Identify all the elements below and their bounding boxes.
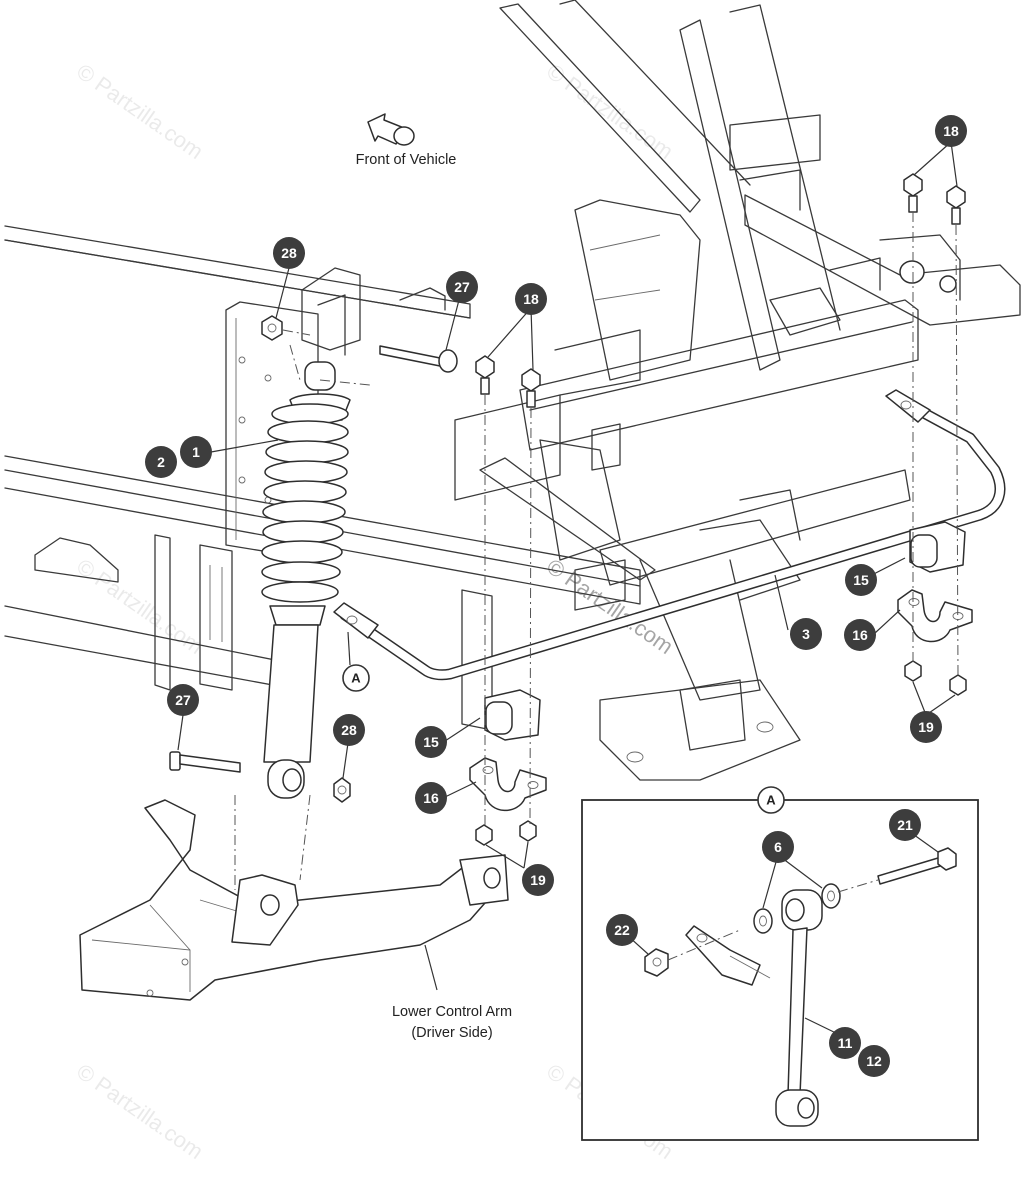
callout-6: 6 — [762, 831, 794, 863]
lower-control-arm-label: Lower Control Arm — [392, 1004, 512, 1020]
svg-text:28: 28 — [281, 245, 297, 261]
callout-12: 12 — [858, 1045, 890, 1077]
callout-19-right: 19 — [910, 711, 942, 743]
svg-text:1: 1 — [192, 444, 200, 460]
detail-ref-label: A — [351, 671, 361, 686]
callout-28-lower: 28 — [333, 714, 365, 746]
detail-ref-label: A — [766, 793, 776, 808]
svg-text:27: 27 — [454, 279, 470, 295]
lower-shock-nut — [333, 777, 351, 803]
upper-shock-bolt — [379, 345, 458, 373]
svg-text:12: 12 — [866, 1053, 882, 1069]
svg-text:19: 19 — [918, 719, 934, 735]
svg-text:3: 3 — [802, 626, 810, 642]
front-of-vehicle-label: Front of Vehicle — [356, 152, 457, 168]
callout-28-upper: 28 — [273, 237, 305, 269]
bolts-18-right — [903, 173, 966, 225]
callout-2: 2 — [145, 446, 177, 478]
assembly-line — [667, 879, 879, 961]
callout-18-right: 18 — [935, 115, 967, 147]
svg-text:15: 15 — [423, 734, 439, 750]
watermark-text: © Partzilla.com — [72, 554, 208, 660]
assembly-line — [484, 212, 959, 828]
lower-control-arm-sublabel: (Driver Side) — [411, 1025, 492, 1041]
svg-text:18: 18 — [523, 291, 539, 307]
assembly-line — [234, 794, 311, 890]
callout-21: 21 — [889, 809, 921, 841]
sway-link-end — [685, 925, 771, 986]
svg-text:19: 19 — [530, 872, 546, 888]
callout-15-right: 15 — [845, 564, 877, 596]
nuts-right — [904, 660, 967, 696]
washers — [753, 883, 841, 934]
callout-11: 11 — [829, 1027, 861, 1059]
svg-text:2: 2 — [157, 454, 165, 470]
svg-text:21: 21 — [897, 817, 913, 833]
bushing-right — [909, 521, 966, 573]
detail-ref-circle-box: A — [757, 786, 785, 814]
svg-text:15: 15 — [853, 572, 869, 588]
watermark-text: © Partzilla.com — [72, 1059, 208, 1165]
front-direction-arrow — [367, 113, 415, 146]
svg-text:27: 27 — [175, 692, 191, 708]
callout-1: 1 — [180, 436, 212, 468]
lower-shock-bolt — [169, 751, 241, 773]
callout-27-upper: 27 — [446, 271, 478, 303]
callout-3: 3 — [790, 618, 822, 650]
watermark-text: © Partzilla.com — [72, 59, 208, 165]
upper-shock-nut — [261, 315, 283, 341]
callout-16-right: 16 — [844, 619, 876, 651]
bushing-bracket-left — [469, 757, 547, 812]
sway-link-nut — [644, 948, 669, 977]
callout-22: 22 — [606, 914, 638, 946]
assembly-line — [282, 329, 371, 386]
callout-16-left: 16 — [415, 782, 447, 814]
callout-27-lower: 27 — [167, 684, 199, 716]
svg-text:18: 18 — [943, 123, 959, 139]
svg-text:16: 16 — [423, 790, 439, 806]
lower-control-arm — [79, 799, 509, 1001]
callout-19-left: 19 — [522, 864, 554, 896]
svg-text:28: 28 — [341, 722, 357, 738]
sway-link-bolt — [877, 847, 957, 885]
svg-text:22: 22 — [614, 922, 630, 938]
bolts-18-left — [475, 355, 541, 408]
callout-15-left: 15 — [415, 726, 447, 758]
detail-ref-circle-main: A — [342, 664, 370, 692]
bushing-left — [484, 689, 541, 741]
sway-link — [775, 889, 823, 1127]
stabilizer-bar — [333, 389, 1006, 681]
svg-text:11: 11 — [838, 1035, 853, 1051]
svg-text:16: 16 — [852, 627, 868, 643]
bushing-bracket-right — [897, 589, 973, 643]
coil-over-shock — [261, 361, 351, 799]
callout-18-left: 18 — [515, 283, 547, 315]
coil-spring — [261, 403, 349, 603]
leader-lines — [177, 141, 958, 991]
svg-text:6: 6 — [774, 839, 782, 855]
nuts-left — [475, 820, 537, 846]
